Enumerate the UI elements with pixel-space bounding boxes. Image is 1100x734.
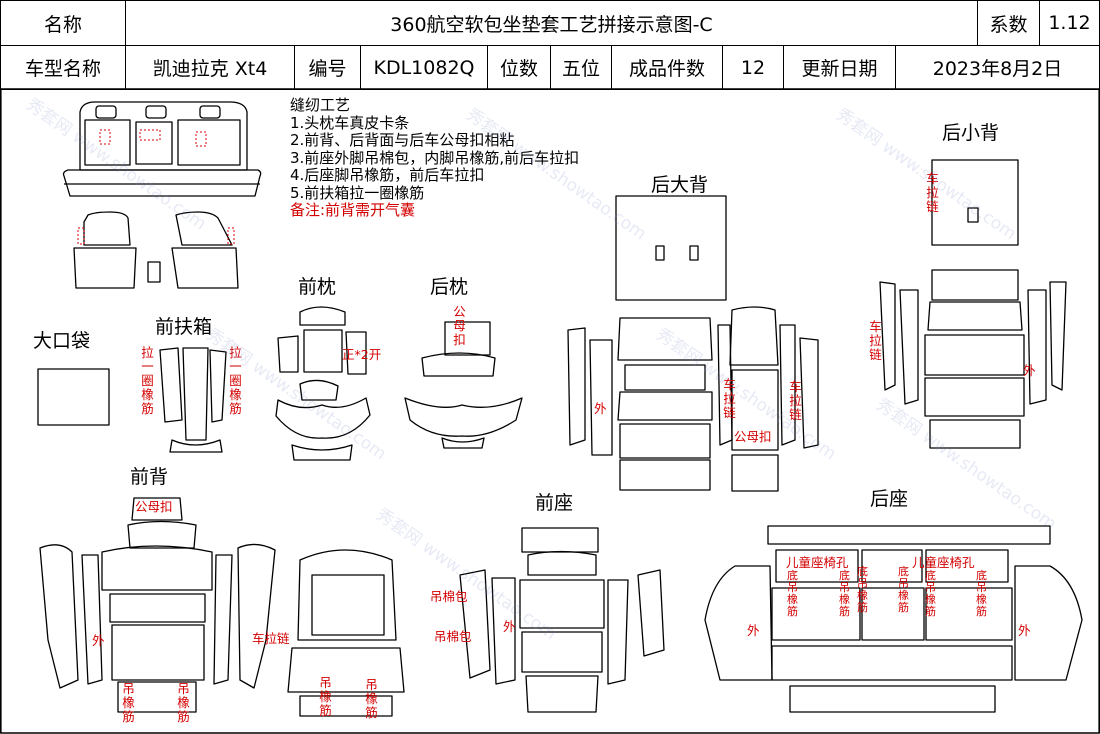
pieces-value: 12: [722, 45, 784, 90]
annotation-hang-cotton-bottom: 吊棉包: [434, 629, 472, 644]
rear-headrest-pieces: [404, 321, 523, 449]
annotation-male-female-front-back: 公母扣: [135, 499, 173, 514]
rear-big-back-pieces: [567, 195, 819, 492]
name-label: 名称: [0, 0, 126, 46]
annotation-child-seat-hole-right: 儿童座椅孔: [912, 555, 975, 570]
code-value: KDL1082Q: [360, 45, 488, 90]
annotation-bottom-elastic-5: 底吊橡筋: [925, 569, 936, 618]
label-rear-small-back: 后小背: [942, 122, 1000, 144]
annotation-bottom-elastic-3: 底吊橡筋: [857, 565, 868, 614]
annotation-outer-rear-seat-left: 外: [747, 623, 760, 638]
annotation-pull-elastic-left: 拉一圈橡筋: [141, 345, 154, 416]
label-rear-big-back: 后大背: [651, 174, 709, 196]
label-front-armrest: 前扶箱: [155, 316, 213, 338]
annotation-male-female-big-back: 公母扣: [734, 429, 772, 444]
label-front-headrest: 前枕: [298, 276, 337, 298]
seats-label: 位数: [487, 45, 551, 90]
annotation-outer-front-seat: 外: [503, 619, 516, 634]
big-pocket-piece: [37, 368, 110, 426]
header-table: 名称 360航空软包坐垫套工艺拼接示意图-C 系数 1.12 车型名称 凯迪拉克…: [0, 0, 1100, 90]
annotation-outer-front-back: 外: [92, 633, 105, 648]
label-big-pocket: 大口袋: [33, 330, 91, 352]
label-front-seat: 前座: [535, 492, 574, 514]
rear-small-back-pieces: [879, 159, 1067, 449]
annotation-child-seat-hole-left: 儿童座椅孔: [786, 555, 849, 570]
rear-seat-pieces: [704, 525, 1083, 713]
note-item: 5.前扶箱拉一圈橡筋: [290, 183, 425, 202]
annotation-zipper-small-back: 车拉链: [926, 171, 939, 214]
front-headrest-pieces: [275, 306, 371, 461]
annotation-zipper-front-back: 车拉链: [252, 631, 290, 646]
code-label: 编号: [294, 45, 361, 90]
annotation-hang-elastic-panel-right: 吊橡筋: [365, 677, 378, 720]
annotation-outer-big-back: 外: [594, 401, 607, 416]
date-label: 更新日期: [783, 45, 896, 90]
notes-title: 缝纫工艺: [290, 96, 351, 114]
annotation-zipper-small-back-side: 车拉链: [869, 319, 882, 362]
annotation-bottom-elastic-4: 底吊橡筋: [898, 565, 909, 614]
thumbnail-red-markers: [77, 129, 235, 245]
note-item: 1.头枕车真皮卡条: [290, 113, 410, 132]
annotation-zipper-big-back-left: 车拉链: [723, 377, 736, 420]
notes-remark: 备注:前背需开气囊: [290, 201, 416, 219]
front-back-panel: [287, 549, 405, 717]
front-armrest-pieces: [159, 347, 227, 453]
label-rear-headrest: 后枕: [430, 276, 469, 298]
annotation-hang-elastic-front-back-left: 吊橡筋: [122, 681, 135, 724]
label-rear-seat: 后座: [870, 488, 909, 510]
model-label: 车型名称: [0, 45, 126, 90]
note-item: 2.前背、后背面与后车公母扣相粘: [290, 131, 515, 149]
annotation-male-female-vertical: 公母扣: [453, 304, 466, 347]
sewing-notes: 缝纫工艺 1.头枕车真皮卡条 2.前背、后背面与后车公母扣相粘 3.前座外脚吊棉…: [290, 96, 580, 220]
note-item: 3.前座外脚吊棉包，内脚吊橡筋,前后车拉扣: [290, 148, 580, 167]
seats-value: 五位: [550, 45, 612, 90]
annotation-bottom-elastic-1: 底吊橡筋: [787, 569, 798, 618]
model-value: 凯迪拉克 Xt4: [125, 45, 295, 90]
date-value: 2023年8月2日: [895, 45, 1100, 90]
annotation-zipper-big-back-right: 车拉链: [789, 379, 802, 422]
annotation-bottom-elastic-6: 底吊橡筋: [976, 569, 987, 618]
coef-label: 系数: [977, 0, 1040, 46]
front-seat-pieces: [459, 527, 665, 713]
annotation-outer-rear-seat-right: 外: [1018, 623, 1031, 638]
annotation-hang-elastic-front-back-right: 吊橡筋: [177, 681, 190, 724]
annotation-bottom-elastic-2: 底吊橡筋: [839, 569, 850, 618]
annotation-hang-elastic-panel-left: 吊橡筋: [319, 675, 332, 718]
seat-overview-thumbnail: [62, 101, 262, 289]
pieces-label: 成品件数: [611, 45, 723, 90]
label-front-back: 前背: [130, 466, 169, 488]
note-item: 4.后座脚吊橡筋，前后车拉扣: [290, 166, 485, 184]
annotation-hang-cotton-top: 吊棉包: [430, 589, 468, 604]
annotation-pull-elastic-right: 拉一圈橡筋: [229, 345, 242, 416]
front-back-pieces: [39, 497, 276, 713]
annotation-outer-small-back: 外: [1023, 363, 1036, 378]
annotation-zheng-2kai: 正*2开: [342, 347, 382, 362]
